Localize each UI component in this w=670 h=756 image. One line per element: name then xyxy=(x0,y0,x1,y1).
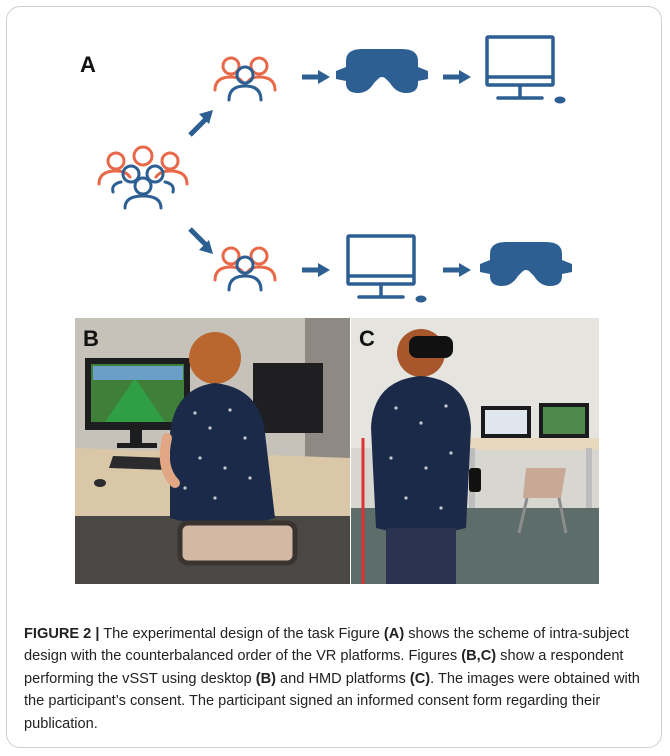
caption-text-3: show a respondent performing the vSST us… xyxy=(24,648,624,687)
desktop-monitor-icon xyxy=(485,35,567,105)
user-group-icon xyxy=(213,246,277,292)
vr-headset-icon xyxy=(480,242,572,286)
desktop-monitor-icon xyxy=(346,234,428,304)
caption-text-1: The experimental design of the task Figu… xyxy=(99,626,384,642)
user-group-icon xyxy=(213,56,277,102)
photo-desktop-session: B xyxy=(75,318,350,584)
panel-label-b: B xyxy=(83,326,99,351)
panel-label-a: A xyxy=(80,52,96,77)
diagonal-arrow-icon xyxy=(188,227,213,254)
caption-text-4: and HMD platforms xyxy=(276,670,410,687)
caption-text-5: . The images were obtained with the part… xyxy=(24,670,640,732)
figure-caption: FIGURE 2 | The experimental design of th… xyxy=(24,623,649,735)
diagonal-arrow-icon xyxy=(188,110,213,137)
design-scheme: A xyxy=(80,35,572,304)
right-arrow-icon xyxy=(443,263,471,277)
right-arrow-icon xyxy=(302,263,330,277)
caption-text-2: shows the scheme of intra-subject design… xyxy=(24,626,629,665)
caption-ref-a: (A) xyxy=(383,626,405,642)
group-of-people-icon xyxy=(97,145,189,210)
caption-ref-bc: (B,C) xyxy=(461,648,497,665)
figure-label: FIGURE 2 | xyxy=(24,626,100,642)
photo-hmd-session: C xyxy=(351,318,599,584)
panel-label-c: C xyxy=(359,326,375,351)
caption-ref-c: (C) xyxy=(409,670,431,687)
right-arrow-icon xyxy=(302,70,330,84)
right-arrow-icon xyxy=(443,70,471,84)
vr-headset-icon xyxy=(336,49,428,93)
caption-ref-b: (B) xyxy=(255,670,276,687)
